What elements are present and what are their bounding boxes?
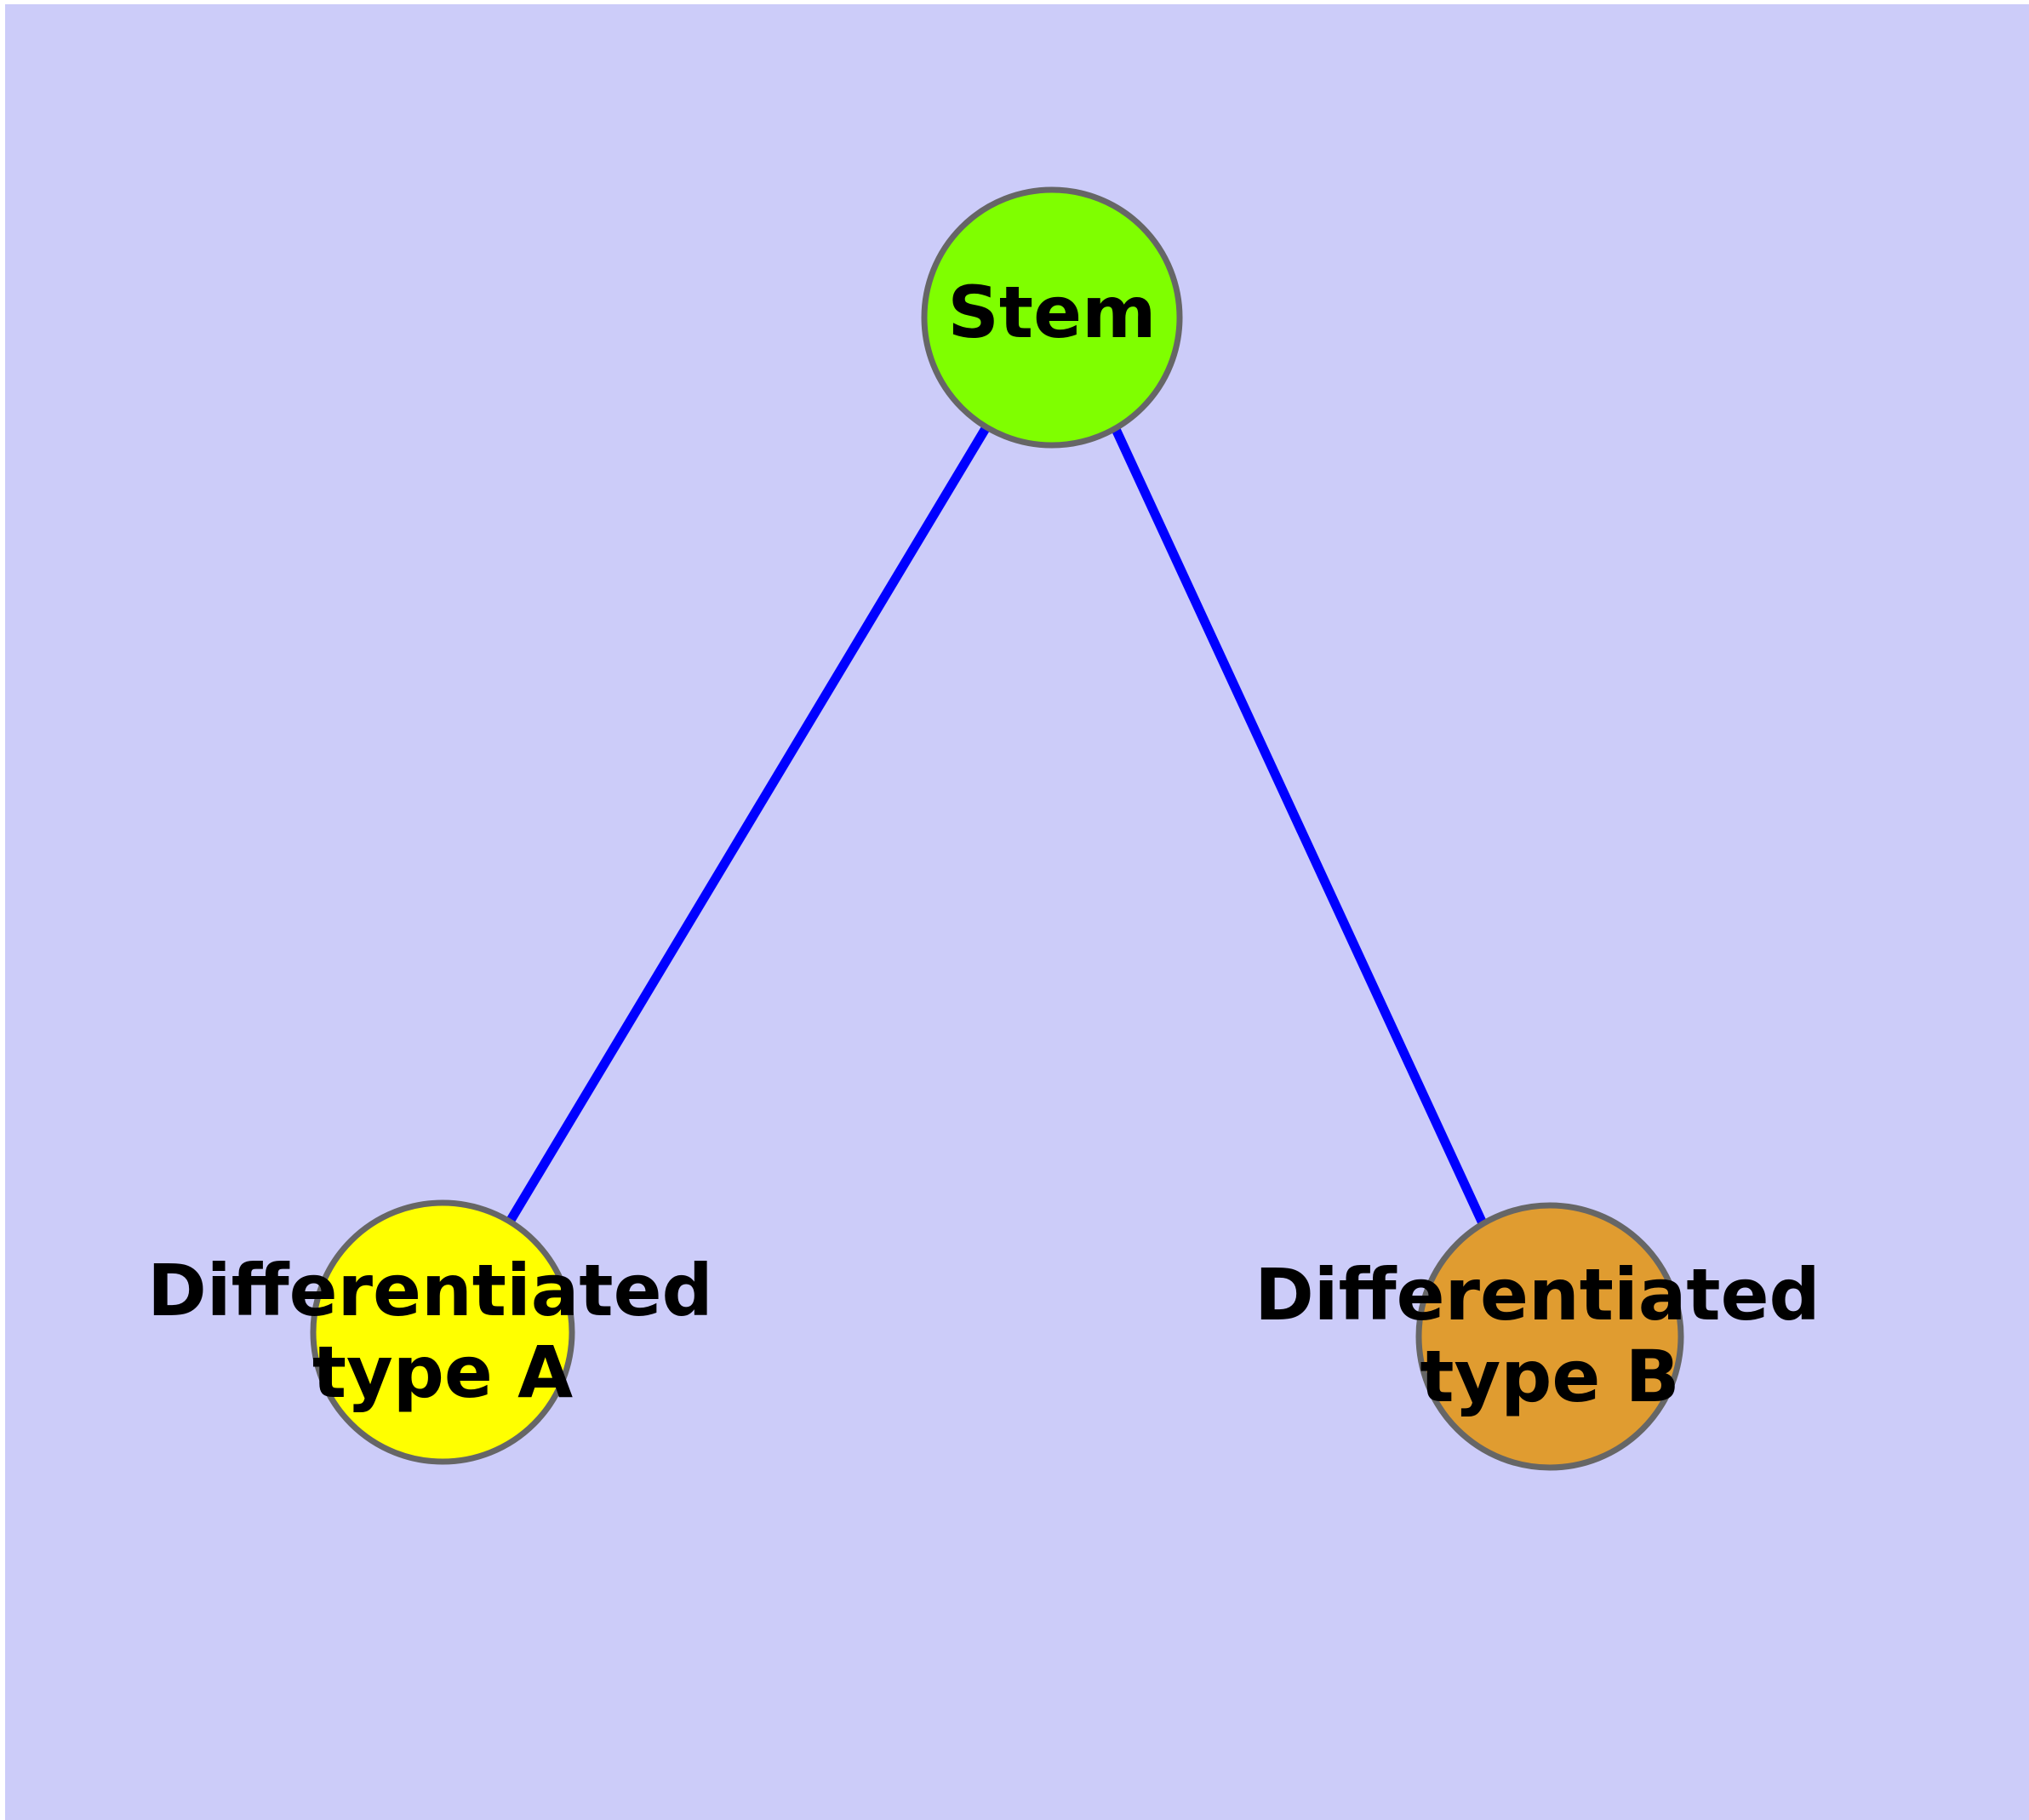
node-differentiated-type-a-circle[interactable]: [310, 1199, 575, 1465]
node-stem-circle[interactable]: [921, 186, 1183, 449]
node-differentiated-type-b-label: Differentiated type B: [1255, 1253, 1845, 1418]
node-layer: Stem Differentiated type A Differentiate…: [147, 186, 1845, 1471]
node-differentiated-type-a[interactable]: Differentiated type A: [147, 1199, 738, 1465]
node-stem-label: Stem: [947, 271, 1156, 354]
node-stem[interactable]: Stem: [921, 186, 1183, 449]
node-differentiated-type-b-circle[interactable]: [1415, 1202, 1684, 1471]
node-differentiated-type-a-label: Differentiated type A: [147, 1249, 738, 1414]
edge-stem-to-differentiated-type-a[interactable]: [498, 423, 992, 1237]
node-differentiated-type-b[interactable]: Differentiated type B: [1255, 1202, 1845, 1471]
edge-layer: [498, 423, 1492, 1237]
edge-stem-to-differentiated-type-b[interactable]: [1111, 425, 1492, 1237]
